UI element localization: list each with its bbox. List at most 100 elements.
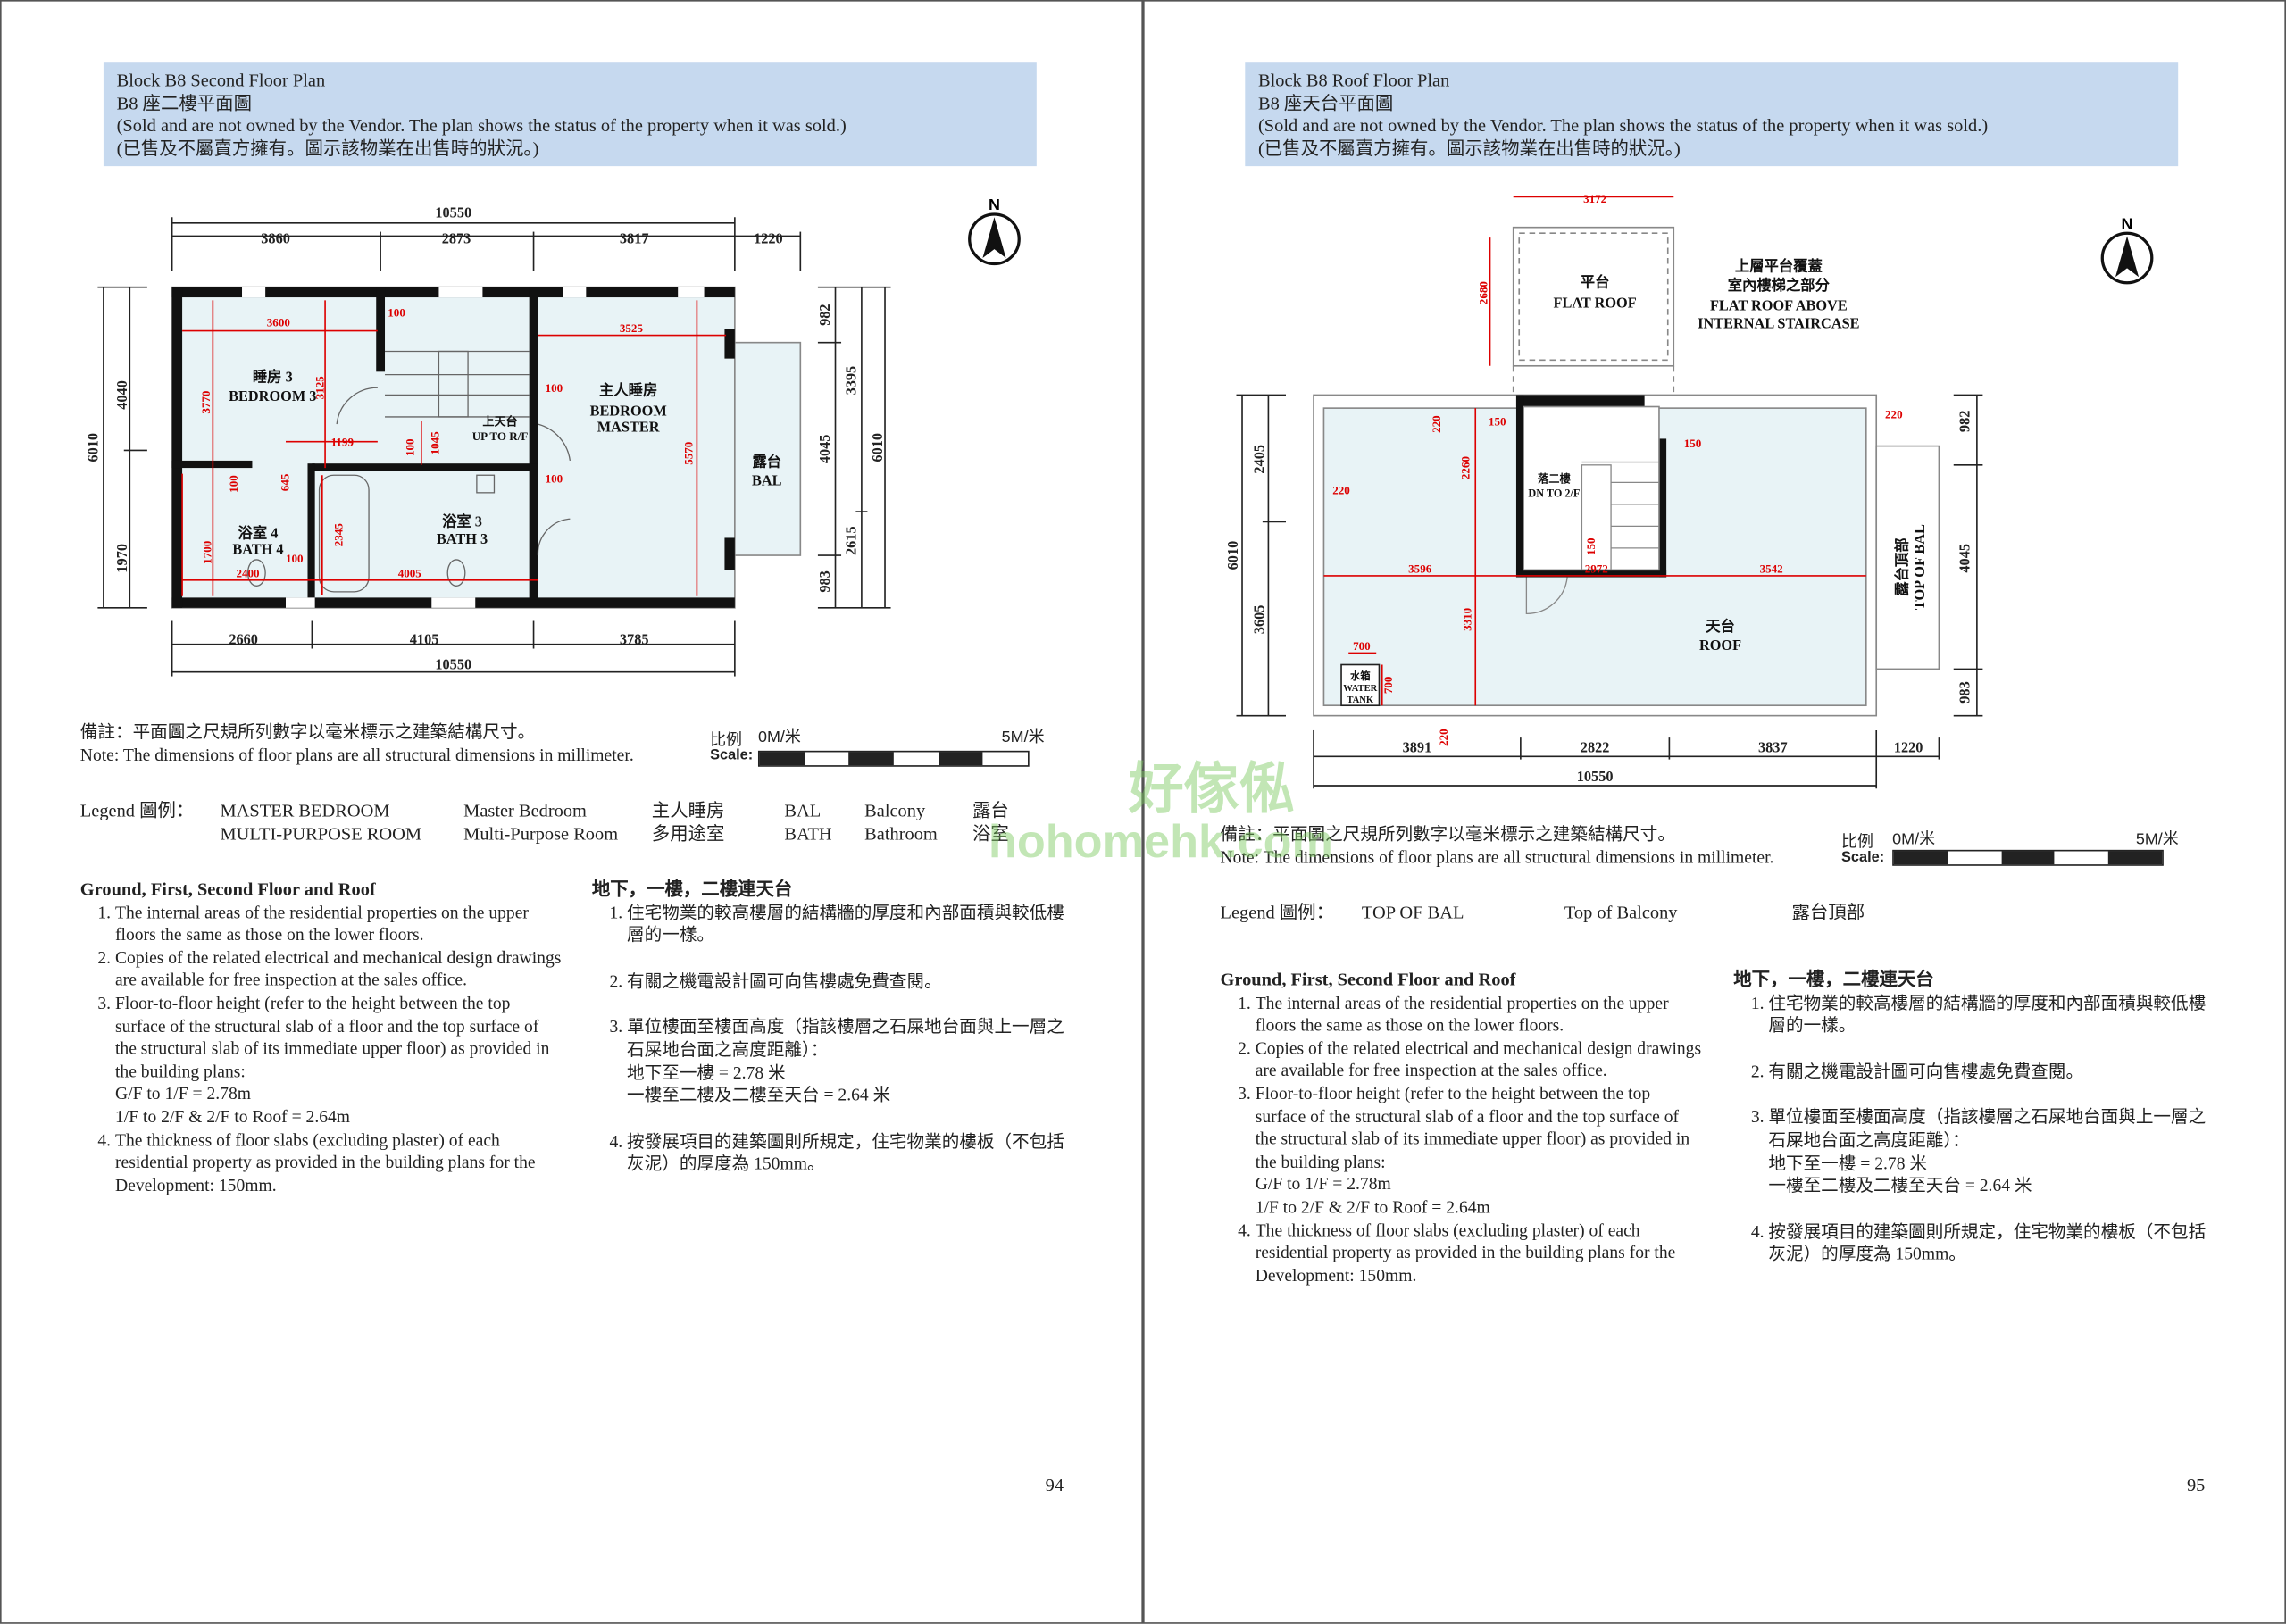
room-master-zh: 主人睡房 <box>599 381 657 398</box>
roof-zh: 天台 <box>1706 618 1735 635</box>
dim-left-2: 1970 <box>113 544 130 573</box>
note-item: Copies of the related electrical and mec… <box>1256 1037 1702 1083</box>
water-tank-zh: 水箱 <box>1350 670 1371 682</box>
height-gf: 地下至一樓 = 2.78 米 <box>627 1062 786 1083</box>
red-dim: 3770 <box>199 390 213 414</box>
red-dim: 220 <box>1430 415 1443 433</box>
dim-right2-1: 3395 <box>842 366 859 396</box>
stair-down-en: DN TO 2/F <box>1528 487 1580 500</box>
watermark-zh: 好傢俬 <box>1128 759 1295 821</box>
dim-left-1: 2405 <box>1251 445 1268 474</box>
note-item: The internal areas of the residential pr… <box>115 902 562 947</box>
red-dim: 3600 <box>267 316 291 329</box>
scale-label-zh: 比例 <box>710 731 743 750</box>
height-gf: 地下至一樓 = 2.78 米 <box>1768 1152 1928 1173</box>
room-bath4-zh: 浴室 4 <box>238 524 279 541</box>
dim-right2-2: 2615 <box>842 526 859 555</box>
dim-bottom-2: 2822 <box>1581 738 1610 755</box>
title-en: Block B8 Second Floor Plan <box>116 70 326 91</box>
sold-note-en: (Sold and are not owned by the Vendor. T… <box>116 114 847 136</box>
red-dim: 3596 <box>1408 562 1432 576</box>
flat-roof-zh: 平台 <box>1581 274 1610 291</box>
page-number: 95 <box>2186 1475 2206 1496</box>
scale-end: 5M/米 <box>1001 729 1045 746</box>
dim-top-3: 3817 <box>620 230 649 247</box>
legend-zh: 露台 <box>972 800 1009 821</box>
red-dim: 1045 <box>428 431 441 455</box>
dim-top-2: 2873 <box>442 230 471 247</box>
red-dim: 2680 <box>1476 281 1489 305</box>
note-item: 住宅物業的較高樓層的結構牆的厚度和內部面積與較低樓層的一樣。 <box>1768 992 2207 1037</box>
notes-zh-title: 地下，一樓，二樓連天台 <box>591 879 793 900</box>
stair-up-en: UP TO R/F <box>472 429 529 443</box>
room-bedroom3-en: BEDROOM 3 <box>229 387 316 404</box>
scale-label-zh: 比例 <box>1841 833 1873 852</box>
dim-bottom-2: 4105 <box>410 631 439 648</box>
legend-en: Master Bedroom <box>463 800 587 821</box>
room-bal-zh: 露台 <box>752 453 781 470</box>
svg-text:N: N <box>989 196 1000 213</box>
dim-right-2: 4045 <box>1956 544 1973 573</box>
legend: Legend 圖例： MASTER BEDROOM Master Bedroom… <box>80 800 1101 846</box>
red-dim: 4005 <box>398 567 422 580</box>
remark-en: Note: The dimensions of floor plans are … <box>1220 845 1774 867</box>
red-dim: 2972 <box>1585 562 1608 576</box>
svg-text:N: N <box>2122 214 2133 232</box>
north-arrow-icon: N <box>968 196 1021 266</box>
room-bath3-en: BATH 3 <box>437 530 488 547</box>
flat-roof-above-zh2: 室內樓梯之部分 <box>1728 277 1831 294</box>
scale-start: 0M/米 <box>757 729 801 746</box>
legend-zh: 浴室 <box>972 823 1009 845</box>
scale-end: 5M/米 <box>2135 830 2179 849</box>
watermark: 好傢俬 hohomehk.com <box>974 744 1333 869</box>
red-dim: 700 <box>1353 639 1371 653</box>
red-dim: 100 <box>404 438 417 456</box>
red-dim: 3310 <box>1460 607 1473 631</box>
remark-zh: 備註：平面圖之尺規所列數字以毫米標示之建築結構尺寸。 <box>79 721 536 743</box>
roof-floor-plan: 3891 2822 3837 1220 10550 6010 2405 3605… <box>1224 192 2154 789</box>
red-dim: 220 <box>1885 408 1903 421</box>
note-item: Floor-to-floor height (refer to the heig… <box>1255 1083 1690 1172</box>
legend-abbr: MASTER BEDROOM <box>220 800 390 821</box>
notes-en-title: Ground, First, Second Floor and Roof <box>1220 969 1516 990</box>
stair-down-zh: 落二樓 <box>1538 471 1571 485</box>
notes-zh: 地下，一樓，二樓連天台 住宅物業的較高樓層的結構牆的厚度和內部面積與較低樓層的一… <box>1733 970 2207 1267</box>
dim-left-total: 6010 <box>84 433 101 462</box>
height-gf: G/F to 1/F = 2.78m <box>1255 1173 1391 1195</box>
red-dim: 645 <box>278 473 291 491</box>
dim-right-2: 4045 <box>816 435 833 464</box>
height-gf: G/F to 1/F = 2.78m <box>114 1083 252 1104</box>
note-item: 按發展項目的建築圖則所規定，住宅物業的樓板（不包括灰泥）的厚度為 150mm。 <box>627 1131 1065 1177</box>
dim-left-1: 4040 <box>113 380 130 410</box>
dim-top-1: 3860 <box>261 230 290 247</box>
dim-bottom-3: 3785 <box>620 631 649 648</box>
title-zh: B8 座天台平面圖 <box>1257 92 1394 113</box>
height-upper: 一樓至二樓及二樓至天台 = 2.64 米 <box>1768 1175 2032 1196</box>
legend-label: Legend 圖例： <box>1220 902 1335 923</box>
room-bedroom3-zh: 睡房 3 <box>253 369 293 386</box>
scale-start: 0M/米 <box>1892 830 1936 849</box>
note-item: 單位樓面至樓面高度（指該樓層之石屎地台面與上一層之石屎地台面之高度距離）： <box>627 1016 1064 1060</box>
top-of-bal-en: TOP OF BAL <box>1911 524 1928 610</box>
page-94: Block B8 Second Floor Plan B8 座二樓平面圖 (So… <box>0 0 1143 1624</box>
dim-right-1: 982 <box>816 304 833 325</box>
legend-en: Multi-Purpose Room <box>463 823 619 845</box>
height-upper: 一樓至二樓及二樓至天台 = 2.64 米 <box>627 1084 891 1105</box>
red-dim: 3125 <box>313 376 326 400</box>
stair-up-zh: 上天台 <box>482 415 517 429</box>
title-zh: B8 座二樓平面圖 <box>116 92 252 113</box>
title-en: Block B8 Roof Floor Plan <box>1257 70 1450 91</box>
room-bal-en: BAL <box>752 472 782 489</box>
dim-bottom-1: 3891 <box>1403 738 1432 755</box>
dim-bottom-4: 1220 <box>1894 738 1923 755</box>
notes-zh-title: 地下，一樓，二樓連天台 <box>1733 969 1934 990</box>
red-dim: 150 <box>1584 537 1598 555</box>
red-dim: 3172 <box>1583 192 1606 205</box>
water-tank-en2: TANK <box>1347 695 1374 705</box>
red-dim: 700 <box>1381 676 1395 694</box>
notes-en: Ground, First, Second Floor and Roof The… <box>80 879 562 1196</box>
plan-title-box: Block B8 Second Floor Plan B8 座二樓平面圖 (So… <box>103 62 1037 167</box>
legend-abbr: MULTI-PURPOSE ROOM <box>220 823 422 845</box>
legend-label: Legend 圖例： <box>79 800 195 821</box>
red-dim: 150 <box>1489 415 1506 429</box>
